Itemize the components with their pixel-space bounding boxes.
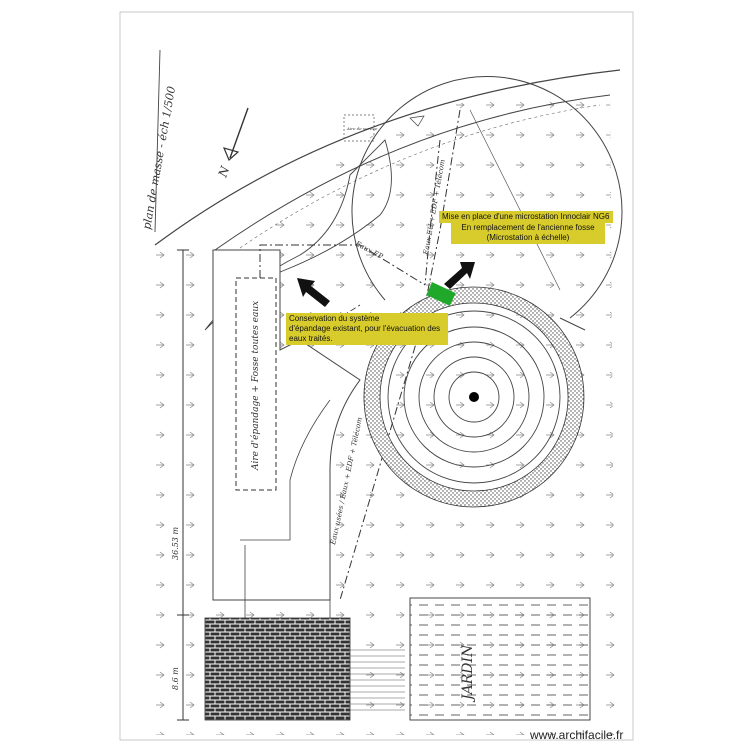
road-notch	[409, 115, 425, 127]
watermark: www.archifacile.fr	[530, 728, 624, 742]
spreading-area	[235, 277, 277, 491]
garden-ring-3	[418, 341, 530, 453]
jardin-area	[409, 597, 591, 721]
garden-gap	[559, 317, 586, 331]
plan-title-underline	[154, 49, 161, 233]
note-replacement: En remplacement de l'ancienne fosse (Mic…	[451, 222, 605, 244]
dim-long-label: 36.53 m	[171, 527, 180, 560]
note-conservation: Conservation du système d'épandage exist…	[286, 313, 448, 345]
sheet-border	[119, 11, 634, 741]
garden-ring-1	[387, 310, 561, 484]
garden-center	[469, 392, 479, 402]
road-outer	[154, 69, 621, 246]
garden-ring-5	[448, 371, 500, 423]
garden-ring-2	[403, 326, 545, 468]
road-kerb	[229, 104, 601, 256]
small-plot-label: Aire de service	[346, 126, 378, 131]
arrow-spreading	[297, 278, 330, 307]
house-inner-wall	[240, 399, 331, 541]
pipe-main	[339, 109, 461, 601]
garden-outer-arc	[351, 76, 623, 319]
north-arrow-icon	[222, 107, 249, 162]
note-microstation-title: Mise en place d'une microstation Innocla…	[439, 211, 613, 223]
jardin-label: JARDIN	[460, 644, 476, 703]
road-inner	[214, 94, 611, 251]
microstation-marker	[426, 282, 456, 306]
garden-ring-4	[433, 356, 515, 438]
paving-lines	[350, 649, 405, 711]
spreading-area-label: Aire d'épandage + Fosse toutes eaux	[250, 301, 261, 471]
paving-area	[204, 617, 351, 721]
lot-boundary	[469, 109, 561, 291]
pipe-eu	[259, 244, 426, 286]
north-label: N	[215, 164, 232, 180]
dim-short-label: 8.6 m	[171, 667, 180, 690]
arrow-microstation	[444, 262, 475, 289]
plan-title: plan de masse - éch 1/500	[140, 85, 178, 230]
